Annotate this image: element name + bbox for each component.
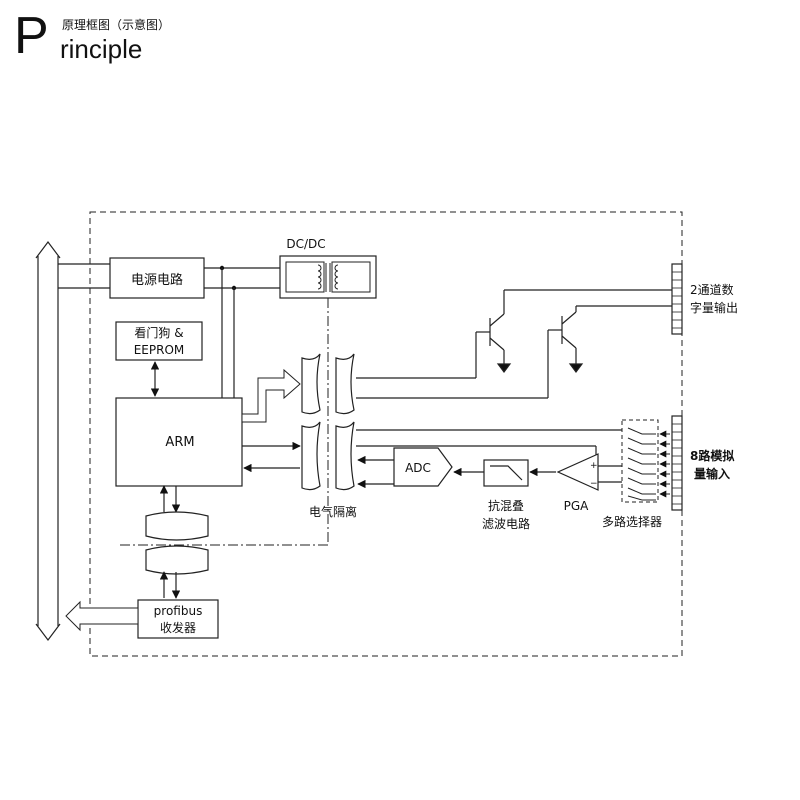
arm-label: ARM [165, 435, 194, 450]
isolation-coupler-profibus-upper [145, 511, 209, 541]
hollow-arrow-icon [241, 368, 301, 423]
filter-box [483, 459, 529, 487]
bus-arrow [35, 241, 61, 641]
power-circuit-label: 电源电路 [131, 272, 183, 288]
isolation-label: 电气隔离 [309, 504, 357, 519]
arm-box [115, 397, 243, 487]
digital-output-connector [671, 263, 683, 335]
eeprom-label: EEPROM [134, 343, 185, 357]
isolation-coupler-lower [301, 421, 355, 491]
analog-input-connector [671, 415, 683, 511]
pga-triangle [556, 453, 599, 491]
header: P 原理框图（示意图） rinciple [8, 6, 308, 66]
watchdog-eeprom-box [115, 321, 203, 361]
logo-word: rinciple [60, 34, 143, 64]
digital-output-label-2: 字量输出 [690, 300, 738, 315]
svg-text:+: + [590, 461, 598, 471]
multiplexer-label: 多路选择器 [602, 514, 662, 529]
transistor-icon-1 [476, 290, 512, 373]
lowpass-icon [490, 465, 523, 481]
filter-label-2: 滤波电路 [482, 516, 530, 531]
profibus-label: profibus [154, 604, 203, 618]
profibus-label-cn: 收发器 [160, 620, 196, 635]
power-circuit-box [109, 257, 205, 299]
analog-input-label-2: 量输入 [694, 466, 730, 481]
header-title: 原理框图（示意图） [62, 18, 171, 32]
multiplexer-box [621, 419, 659, 503]
hollow-arrow-bus-icon [65, 600, 139, 632]
transformer-icon [317, 263, 339, 292]
digital-output-label-1: 2通道数 [690, 282, 734, 297]
isolation-coupler-profibus-lower [145, 545, 209, 575]
profibus-box [137, 599, 219, 639]
switch-array-icon [627, 427, 656, 501]
watchdog-label: 看门狗 & [134, 325, 183, 340]
adc-label: ADC [405, 461, 431, 475]
transistor-icon-2 [548, 306, 584, 373]
pga-label: PGA [564, 499, 590, 513]
filter-label-1: 抗混叠 [488, 498, 524, 513]
analog-input-label-1: 8路模拟 [690, 448, 734, 463]
dcdc-label: DC/DC [286, 237, 325, 251]
adc-box [393, 447, 453, 487]
logo-letter: P [14, 7, 49, 65]
svg-text:−: − [590, 479, 598, 489]
isolation-coupler-upper [301, 353, 355, 415]
